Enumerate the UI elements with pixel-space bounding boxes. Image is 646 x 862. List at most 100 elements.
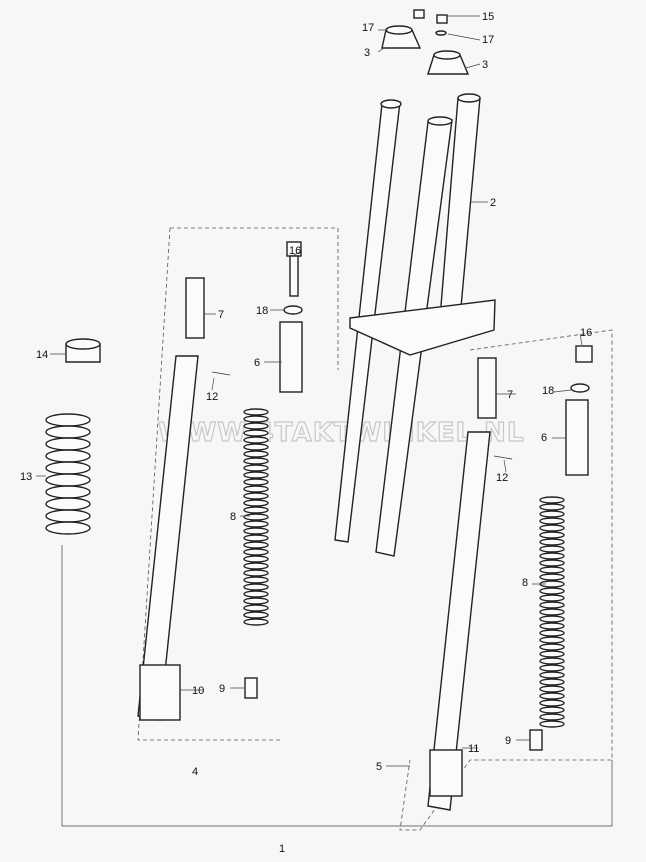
label-13: 13 <box>20 471 32 483</box>
spring-coil <box>243 450 269 458</box>
spring-coil <box>539 720 565 728</box>
spring-coil <box>539 692 565 700</box>
spring-coil <box>243 457 269 465</box>
label-15: 15 <box>482 11 494 23</box>
label-8: 8 <box>230 511 236 523</box>
spring-coil <box>539 503 565 511</box>
spring-coil <box>539 601 565 609</box>
label-6: 6 <box>541 432 547 444</box>
spring-coil <box>539 629 565 637</box>
spring-coil <box>539 517 565 525</box>
spring-coil <box>243 520 269 528</box>
spring-coil <box>243 604 269 612</box>
spring-coil <box>243 513 269 521</box>
spring-coil <box>539 685 565 693</box>
spring-coil <box>243 541 269 549</box>
boot-fold <box>45 509 91 523</box>
spring-coil <box>539 650 565 658</box>
spring-coil <box>539 636 565 644</box>
spring-coil <box>243 611 269 619</box>
screw-9-left <box>244 677 258 699</box>
label-7: 7 <box>507 389 513 401</box>
spring-coil <box>539 706 565 714</box>
bolt-15a <box>413 9 425 19</box>
label-2: 2 <box>490 197 496 209</box>
boot-fold <box>45 437 91 451</box>
label-17: 17 <box>362 22 374 34</box>
spring-coil <box>243 562 269 570</box>
boot-fold <box>45 473 91 487</box>
spring-coil <box>539 538 565 546</box>
spring-coil <box>243 492 269 500</box>
spring-coil <box>243 548 269 556</box>
label-8: 8 <box>522 577 528 589</box>
spring-coil <box>243 436 269 444</box>
washer-18-left <box>283 305 303 315</box>
label-14: 14 <box>36 349 48 361</box>
spring-coil <box>539 713 565 721</box>
spring-coil <box>539 545 565 553</box>
label-7: 7 <box>218 309 224 321</box>
label-3: 3 <box>482 59 488 71</box>
label-4: 4 <box>192 766 198 778</box>
spring-coil <box>539 671 565 679</box>
leader-lines <box>36 15 583 767</box>
washer-18-right <box>570 383 590 393</box>
spring-coil <box>243 583 269 591</box>
label-17: 17 <box>482 34 494 46</box>
cap-6-left <box>279 321 303 393</box>
top-clamp-left <box>381 25 422 49</box>
bracket-left-leg <box>137 227 339 741</box>
spring-coil <box>539 559 565 567</box>
spring-coil <box>539 587 565 595</box>
spring-coil <box>539 678 565 686</box>
spring-coil <box>243 506 269 514</box>
spring-coil <box>539 699 565 707</box>
spring-coil <box>243 443 269 451</box>
boot-fold <box>45 425 91 439</box>
label-16: 16 <box>580 327 592 339</box>
spring-coil <box>539 552 565 560</box>
spring-coil <box>243 569 269 577</box>
boot-fold <box>45 413 91 427</box>
boot-fold <box>45 485 91 499</box>
boot-fold <box>45 461 91 475</box>
spring-coil <box>539 531 565 539</box>
spring-coil <box>243 527 269 535</box>
spring-coil <box>539 566 565 574</box>
spring-coil <box>243 618 269 626</box>
watermark: WWW.4TAKTWINKEL.NL <box>158 418 524 448</box>
spring-coil <box>539 664 565 672</box>
pin-12-left <box>211 371 231 376</box>
label-10: 10 <box>192 685 204 697</box>
label-5: 5 <box>376 761 382 773</box>
spring-coil <box>539 622 565 630</box>
bolt-16-right <box>575 345 593 363</box>
label-16: 16 <box>289 245 301 257</box>
label-1: 1 <box>279 843 285 855</box>
spring-coil <box>243 485 269 493</box>
spring-coil <box>243 576 269 584</box>
spring-coil <box>243 422 269 430</box>
boot-13 <box>45 413 91 535</box>
cap-6-right <box>565 399 589 476</box>
spring-coil <box>539 608 565 616</box>
label-12: 12 <box>206 391 218 403</box>
spring-coil <box>243 429 269 437</box>
damper-rod-7-right <box>477 357 497 419</box>
bolt-shank-16-left <box>289 255 299 297</box>
spring-coil <box>243 471 269 479</box>
boot-fold <box>45 497 91 511</box>
boot-fold <box>45 521 91 535</box>
boot-fold <box>45 449 91 463</box>
spring-coil <box>243 499 269 507</box>
ring-14 <box>65 338 101 363</box>
spring-coil <box>243 464 269 472</box>
axle-bracket-10 <box>139 664 181 721</box>
label-9: 9 <box>505 735 511 747</box>
spring-coil <box>243 408 269 416</box>
axle-bracket-11 <box>429 749 463 797</box>
label-3: 3 <box>364 47 370 59</box>
